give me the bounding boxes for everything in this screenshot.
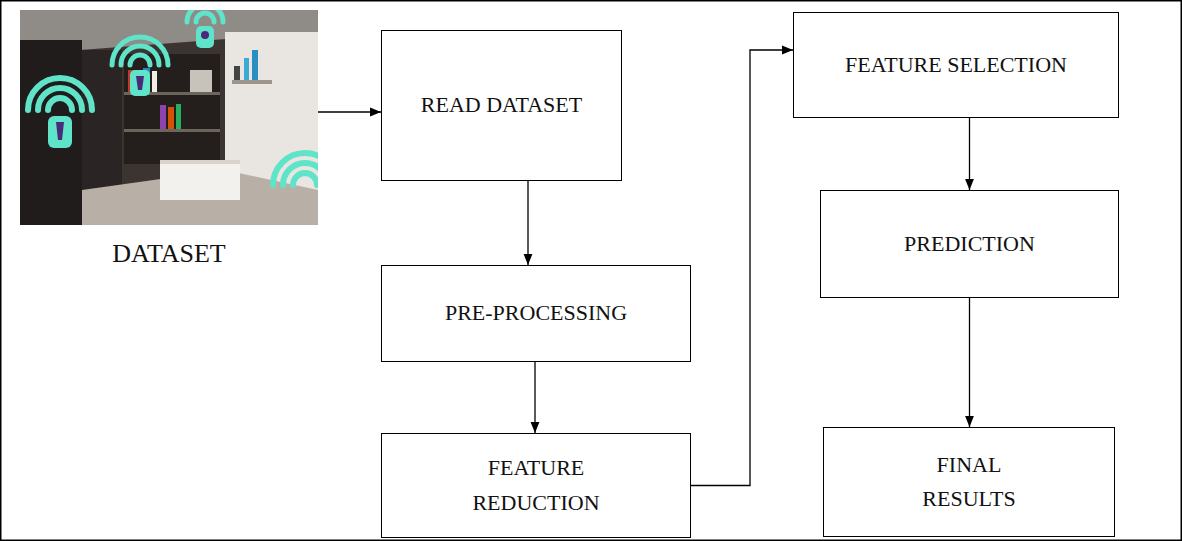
shelf-back (124, 54, 220, 164)
picture-frame (190, 70, 212, 92)
flow-arrow (969, 118, 970, 190)
counter (160, 160, 240, 200)
device-tag (130, 70, 150, 96)
room-background (20, 10, 318, 225)
dataset-illustration (20, 10, 318, 225)
wifi-icon (28, 78, 92, 110)
box-label: FEATURE SELECTION (845, 48, 1067, 82)
shelf-board (124, 129, 220, 132)
wifi-icon (273, 153, 318, 185)
left-wall (20, 40, 82, 225)
process-box: FINAL RESULTS (823, 427, 1115, 537)
flow-arrow (969, 298, 970, 427)
device-tag (48, 116, 72, 148)
wifi-arc (196, 13, 214, 22)
flow-arrow (527, 181, 528, 265)
box-label: FEATURE REDUCTION (449, 451, 624, 519)
wifi-arc (48, 98, 72, 110)
dataset-node: DATASET (20, 10, 318, 285)
box-label: PREDICTION (904, 227, 1035, 261)
bulb-icon (201, 31, 209, 39)
book (168, 107, 174, 129)
wifi-icon (112, 37, 168, 65)
box-label: FINAL RESULTS (902, 448, 1037, 516)
wifi-arc (121, 46, 159, 65)
device-tag (196, 26, 214, 48)
speaker-icon (136, 76, 144, 90)
process-box: READ DATASET (381, 30, 622, 181)
box-label: READ DATASET (421, 88, 582, 122)
counter-top (160, 160, 240, 164)
wifi-arc (293, 173, 317, 185)
process-box: FEATURE SELECTION (793, 12, 1119, 118)
flow-arrow (318, 111, 381, 112)
process-box: PRE-PROCESSING (381, 265, 691, 362)
wifi-icon (187, 10, 223, 22)
process-box: PREDICTION (820, 190, 1119, 298)
book (176, 104, 181, 129)
vase (252, 50, 258, 80)
box-label: PRE-PROCESSING (445, 296, 627, 330)
wifi-arc (38, 88, 82, 110)
doorway (82, 50, 122, 190)
wifi-arc (187, 10, 223, 22)
wall-shelf (232, 80, 272, 84)
lamp-icon (56, 122, 64, 140)
wifi-arc (28, 78, 92, 110)
flow-arrow (691, 50, 793, 486)
book (152, 71, 157, 92)
wifi-arc (130, 55, 150, 65)
process-box: FEATURE REDUCTION (381, 433, 691, 538)
wifi-arc (112, 37, 168, 65)
bookshelf (124, 54, 220, 164)
vase (234, 66, 240, 80)
wifi-arc (283, 163, 318, 185)
book (160, 105, 166, 129)
flow-arrow (534, 362, 535, 433)
wifi-arc (273, 153, 318, 185)
dataset-label: DATASET (20, 238, 318, 269)
vase (244, 58, 249, 80)
